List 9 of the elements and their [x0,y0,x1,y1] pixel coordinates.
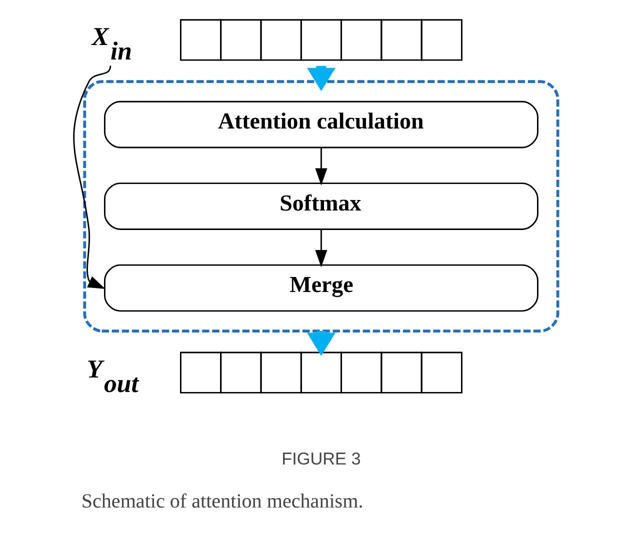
arrow [73,66,112,289]
node-box: Merge [104,264,538,312]
arrow [315,229,328,268]
caption: Schematic of attention mechanism. [81,490,364,513]
cluster [83,80,560,332]
node-box: Softmax [104,182,538,230]
node-box: Attention calculation [104,100,538,148]
arrow [315,148,328,186]
label: FIGURE 3 [282,448,361,469]
